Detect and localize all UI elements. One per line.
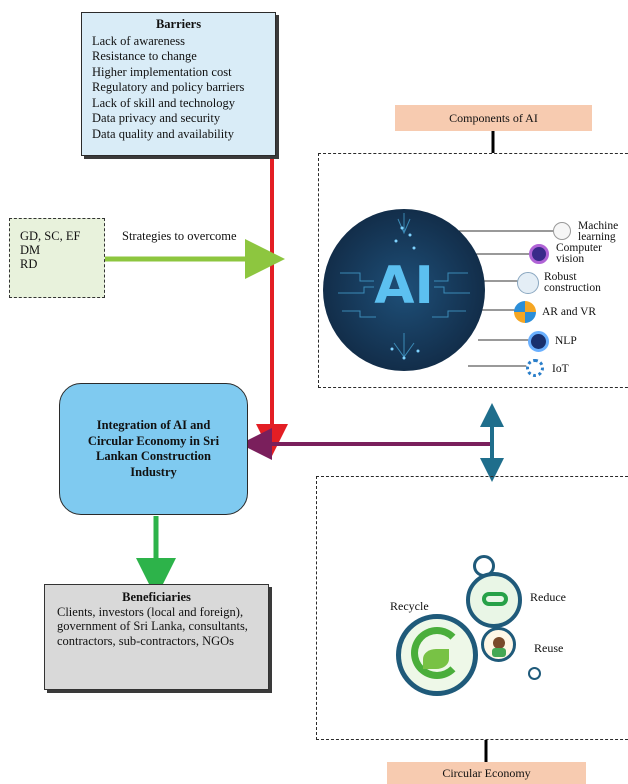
strategy-item: RD [20, 257, 38, 271]
barrier-item: Lack of awareness [92, 33, 186, 48]
ai-item-label: AR and VR [542, 306, 597, 318]
ai-core-circle [323, 209, 485, 371]
barrier-item: Resistance to change [92, 49, 197, 63]
ai-components-panel [318, 153, 628, 388]
recycle-label: Recycle [390, 599, 429, 613]
ai-graphic [323, 209, 553, 371]
circular-economy-label: Circular Economy [387, 762, 586, 784]
circular-economy-panel [316, 476, 628, 740]
chat-icon [528, 331, 549, 352]
ai-components-label: Components of AI [395, 105, 592, 131]
strategy-item: DM [20, 243, 41, 257]
beneficiaries-box: Beneficiaries Clients, investors (local … [44, 584, 269, 690]
beneficiaries-text: Clients, investors (local and foreign), … [57, 604, 248, 648]
beneficiaries-title: Beneficiaries [122, 590, 191, 604]
barrier-item: Higher implementation cost [92, 64, 232, 79]
barrier-item: Lack of skill and technology [92, 95, 236, 110]
iot-icon [526, 359, 544, 377]
vr-headset-icon [514, 301, 536, 323]
integration-box: Integration of AI and Circular Economy i… [59, 383, 248, 515]
barrier-item: Data quality and availability [92, 126, 234, 141]
barrier-item: Data privacy and security [92, 111, 221, 125]
ai-item-label: IoT [552, 363, 569, 375]
recycle-icon [396, 614, 478, 696]
reuse-icon [481, 627, 516, 662]
reduce-icon [466, 572, 522, 628]
ai-item-label: NLP [555, 335, 577, 347]
strategies-label: Strategies to overcome [122, 229, 237, 243]
eye-icon [529, 244, 549, 264]
barriers-title: Barriers [155, 17, 202, 31]
brain-icon [553, 222, 571, 240]
barrier-item: Regulatory and policy barriers [92, 80, 245, 94]
integration-title: Integration of AI and Circular Economy i… [87, 418, 220, 479]
ai-center-text: AI [374, 256, 434, 316]
strategies-box: GD, SC, EF DM RD [9, 218, 105, 298]
bubble-icon [528, 667, 541, 680]
strategy-item: GD, SC, EF [20, 229, 81, 243]
reuse-label: Reuse [534, 641, 564, 655]
reduce-label: Reduce [530, 590, 566, 604]
robot-arm-icon [517, 272, 539, 294]
barriers-box: Barriers Lack of awareness Resistance to… [81, 12, 276, 156]
